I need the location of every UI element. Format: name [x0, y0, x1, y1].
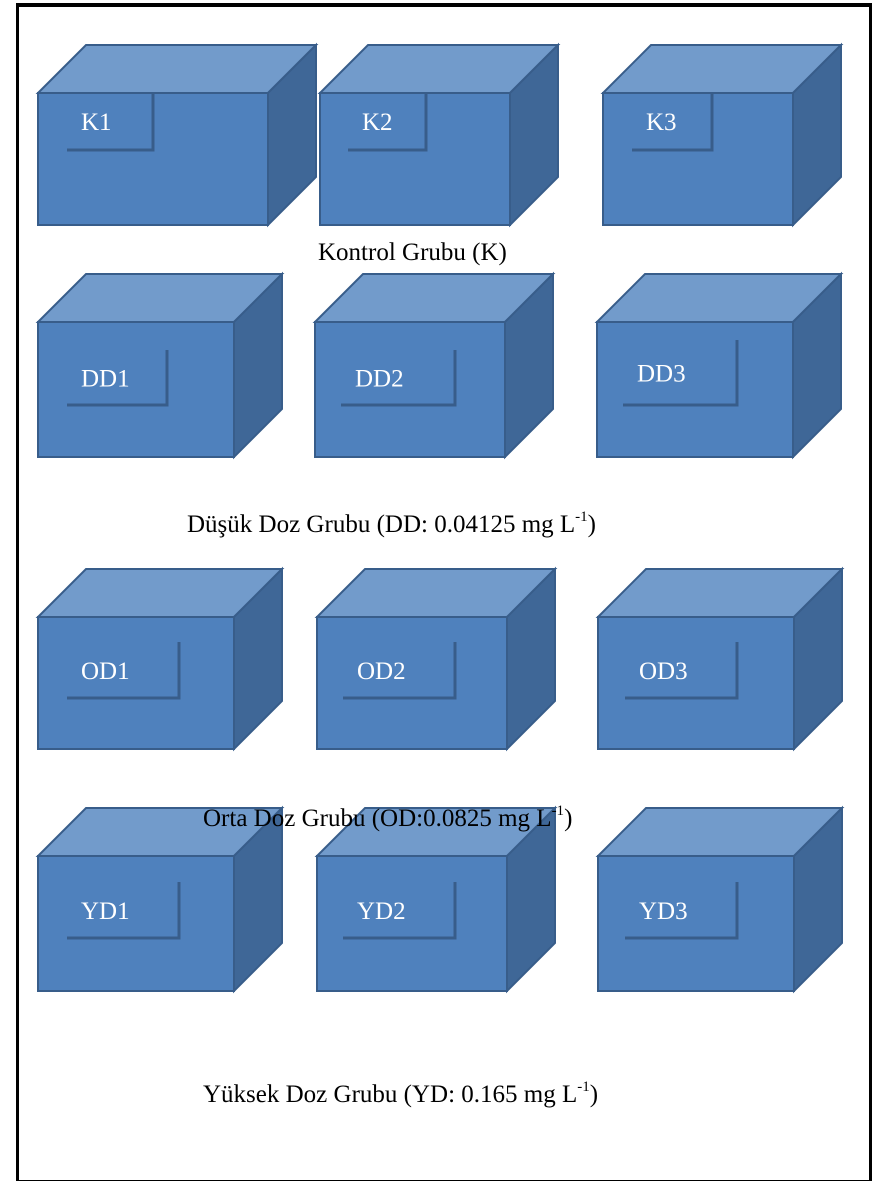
- cube-box: YD3: [595, 805, 845, 994]
- cube-label: YD1: [81, 898, 130, 925]
- cube-label: K1: [81, 109, 112, 136]
- cube-box: K1: [35, 42, 319, 228]
- label-tab: [343, 882, 457, 940]
- label-tab-edge: [343, 882, 457, 940]
- cube-label: YD3: [639, 898, 688, 925]
- label-tab: [632, 92, 714, 152]
- cube-label: OD3: [639, 658, 688, 685]
- label-tab: [343, 642, 457, 700]
- cube-front-face: [316, 616, 508, 750]
- cube-box: YD2: [314, 805, 558, 994]
- cube-label: DD1: [81, 366, 130, 393]
- cube-front-face: [37, 855, 235, 992]
- cube-label: YD2: [357, 898, 406, 925]
- caption-suffix: ): [564, 805, 573, 832]
- cube-front-face: [316, 855, 508, 992]
- caption-suffix: ): [589, 1081, 599, 1108]
- caption-text: Orta Doz Grubu (OD:0.0825 mg L: [203, 805, 552, 832]
- label-tab: [67, 642, 181, 700]
- caption-text: Yüksek Doz Grubu (YD: 0.165 mg L: [203, 1081, 578, 1108]
- caption-superscript: -1: [575, 509, 588, 525]
- group-caption-yuksek-doz: Yüksek Doz Grubu (YD: 0.165 mg L-1): [203, 1079, 599, 1108]
- group-caption-dusuk-doz: Düşük Doz Grubu (DD: 0.04125 mg L-1): [187, 509, 596, 538]
- label-tab-edge: [632, 92, 714, 152]
- caption-text: Düşük Doz Grubu (DD: 0.04125 mg L: [187, 511, 576, 538]
- label-tab-edge: [625, 642, 739, 700]
- cube-label: OD2: [357, 658, 406, 685]
- label-tab-edge: [67, 642, 181, 700]
- label-tab: [67, 92, 155, 152]
- label-tab-edge: [67, 92, 155, 152]
- label-tab: [348, 92, 428, 152]
- cube-front-face: [597, 855, 795, 992]
- cube-label: DD3: [637, 361, 686, 388]
- cube-box: OD1: [35, 566, 285, 752]
- label-tab-edge: [343, 642, 457, 700]
- label-tab-edge: [67, 350, 169, 407]
- label-tab: [67, 350, 169, 407]
- group-caption-orta-doz: Orta Doz Grubu (OD:0.0825 mg L-1): [203, 803, 573, 832]
- caption-suffix: ): [587, 511, 596, 538]
- label-tab-edge: [348, 92, 428, 152]
- cube-front-face: [37, 616, 235, 750]
- cube-front-face: [319, 92, 511, 226]
- label-tab-edge: [623, 340, 739, 407]
- label-tab: [67, 882, 181, 940]
- cube-box: OD2: [314, 566, 558, 752]
- cube-label: K2: [362, 109, 393, 136]
- label-tab: [625, 882, 739, 940]
- cube-label: DD2: [355, 366, 404, 393]
- cube-box: K2: [317, 42, 561, 228]
- caption-text: Kontrol Grubu (K): [318, 239, 507, 266]
- label-tab: [623, 340, 739, 407]
- label-tab: [625, 642, 739, 700]
- cube-box: DD1: [35, 271, 285, 460]
- cube-label: K3: [646, 109, 677, 136]
- cube-box: DD2: [312, 271, 556, 460]
- cube-box: K3: [600, 42, 844, 228]
- cube-label: OD1: [81, 658, 130, 685]
- group-caption-kontrol: Kontrol Grubu (K): [318, 240, 507, 265]
- cube-box: YD1: [35, 805, 285, 994]
- label-tab-edge: [625, 882, 739, 940]
- caption-superscript: -1: [551, 803, 565, 819]
- label-tab: [341, 350, 457, 407]
- cube-box: DD3: [594, 271, 844, 460]
- cube-front-face: [597, 616, 795, 750]
- label-tab-edge: [67, 882, 181, 940]
- cube-front-face: [596, 321, 794, 458]
- cube-front-face: [314, 321, 506, 458]
- cube-front-face: [37, 321, 235, 458]
- caption-superscript: -1: [577, 1079, 590, 1095]
- label-tab-edge: [341, 350, 457, 407]
- cube-box: OD3: [595, 566, 845, 752]
- diagram-frame: [16, 3, 872, 1181]
- cube-front-face: [602, 92, 794, 226]
